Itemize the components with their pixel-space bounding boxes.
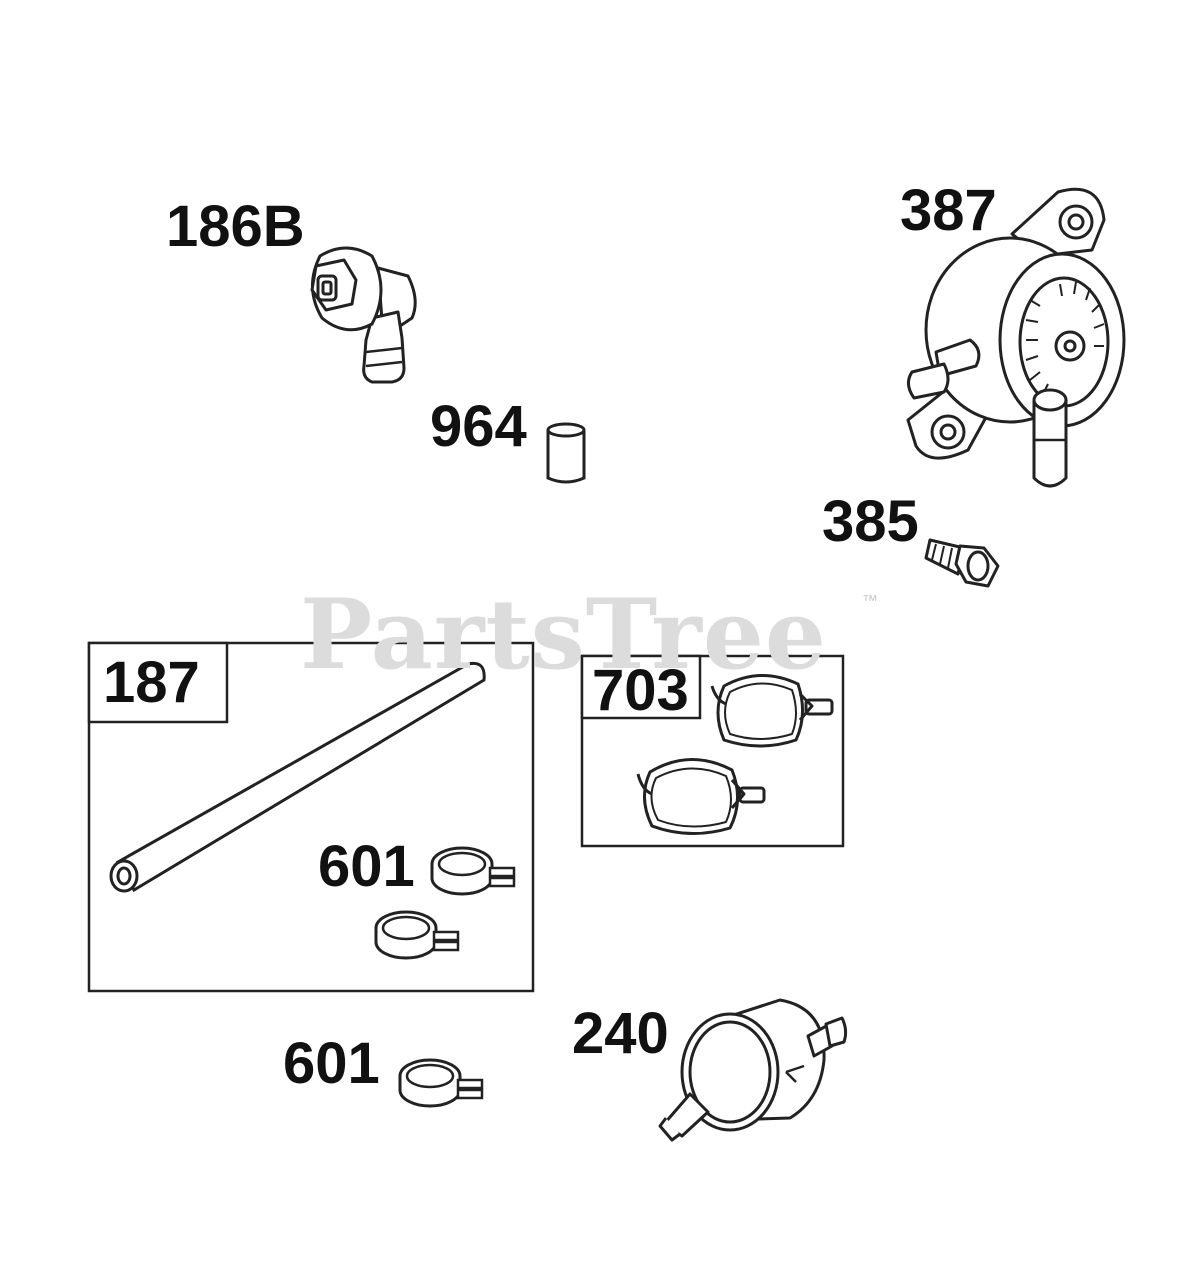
wire-clip-kit-box	[580, 654, 845, 848]
hose-clamp-icon	[398, 1058, 484, 1108]
watermark: PartsTree	[300, 578, 827, 691]
fuel-line-kit-box	[87, 641, 535, 993]
wire-clip-clamp-icon	[636, 674, 834, 836]
wire-clip-kit-tag	[580, 654, 702, 720]
callout-186B: 186B	[166, 194, 305, 259]
screw-icon	[924, 538, 1000, 588]
fuel-line-icon	[109, 661, 486, 893]
callout-964: 964	[430, 394, 527, 459]
callout-187: 187	[103, 650, 200, 715]
fuel-pump-icon	[906, 187, 1126, 488]
fuel-tank-elbow-fitting-icon	[310, 246, 417, 384]
callout-240: 240	[572, 1001, 669, 1066]
trademark-symbol: ™	[862, 593, 878, 610]
spacer-sleeve-icon	[546, 422, 586, 484]
callout-385: 385	[822, 489, 919, 554]
callout-387: 387	[900, 178, 997, 243]
fuel-line-kit-tag	[87, 641, 229, 724]
fuel-filter-icon	[658, 998, 848, 1142]
callout-703: 703	[592, 658, 689, 723]
callout-601: 601	[283, 1031, 380, 1096]
callout-601-kit: 601	[318, 834, 415, 899]
